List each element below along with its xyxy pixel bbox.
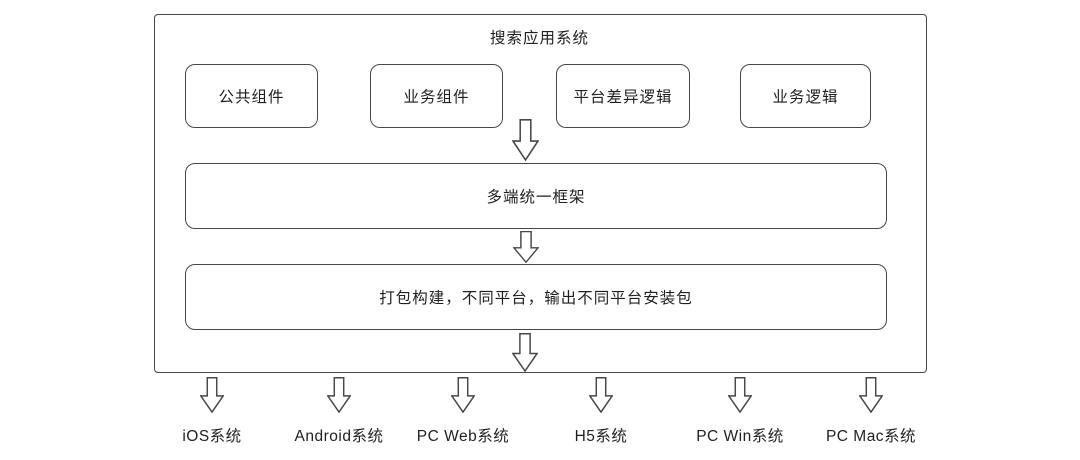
framework-box: 多端统一框架 bbox=[185, 163, 887, 229]
component-label: 平台差异逻辑 bbox=[573, 89, 673, 106]
down-arrow-icon bbox=[858, 376, 884, 418]
down-arrow-icon bbox=[512, 119, 539, 161]
component-box-business-component: 业务组件 bbox=[370, 64, 503, 128]
diagram-title: 搜索应用系统 bbox=[489, 30, 589, 47]
target-label-android: Android系统 bbox=[294, 428, 384, 445]
target-label-pc-web: PC Web系统 bbox=[416, 428, 510, 445]
framework-label: 多端统一框架 bbox=[486, 189, 586, 206]
down-arrow-icon bbox=[199, 376, 225, 418]
down-arrow-icon bbox=[326, 376, 352, 418]
down-arrow-icon bbox=[727, 376, 753, 418]
component-box-business-logic: 业务逻辑 bbox=[740, 64, 871, 128]
target-label-pc-win: PC Win系统 bbox=[696, 428, 784, 445]
build-box: 打包构建，不同平台，输出不同平台安装包 bbox=[185, 264, 887, 330]
build-label: 打包构建，不同平台，输出不同平台安装包 bbox=[379, 290, 693, 307]
down-arrow-icon bbox=[513, 231, 539, 263]
down-arrow-icon bbox=[450, 376, 476, 418]
component-box-platform-diff-logic: 平台差异逻辑 bbox=[556, 64, 690, 128]
component-label: 业务组件 bbox=[403, 89, 470, 106]
target-label-ios: iOS系统 bbox=[182, 428, 242, 445]
component-box-public: 公共组件 bbox=[185, 64, 318, 128]
target-label-pc-mac: PC Mac系统 bbox=[825, 428, 917, 445]
down-arrow-icon bbox=[588, 376, 614, 418]
target-label-h5: H5系统 bbox=[574, 428, 628, 445]
component-label: 业务逻辑 bbox=[772, 89, 839, 106]
component-label: 公共组件 bbox=[218, 89, 285, 106]
down-arrow-icon bbox=[512, 333, 538, 372]
